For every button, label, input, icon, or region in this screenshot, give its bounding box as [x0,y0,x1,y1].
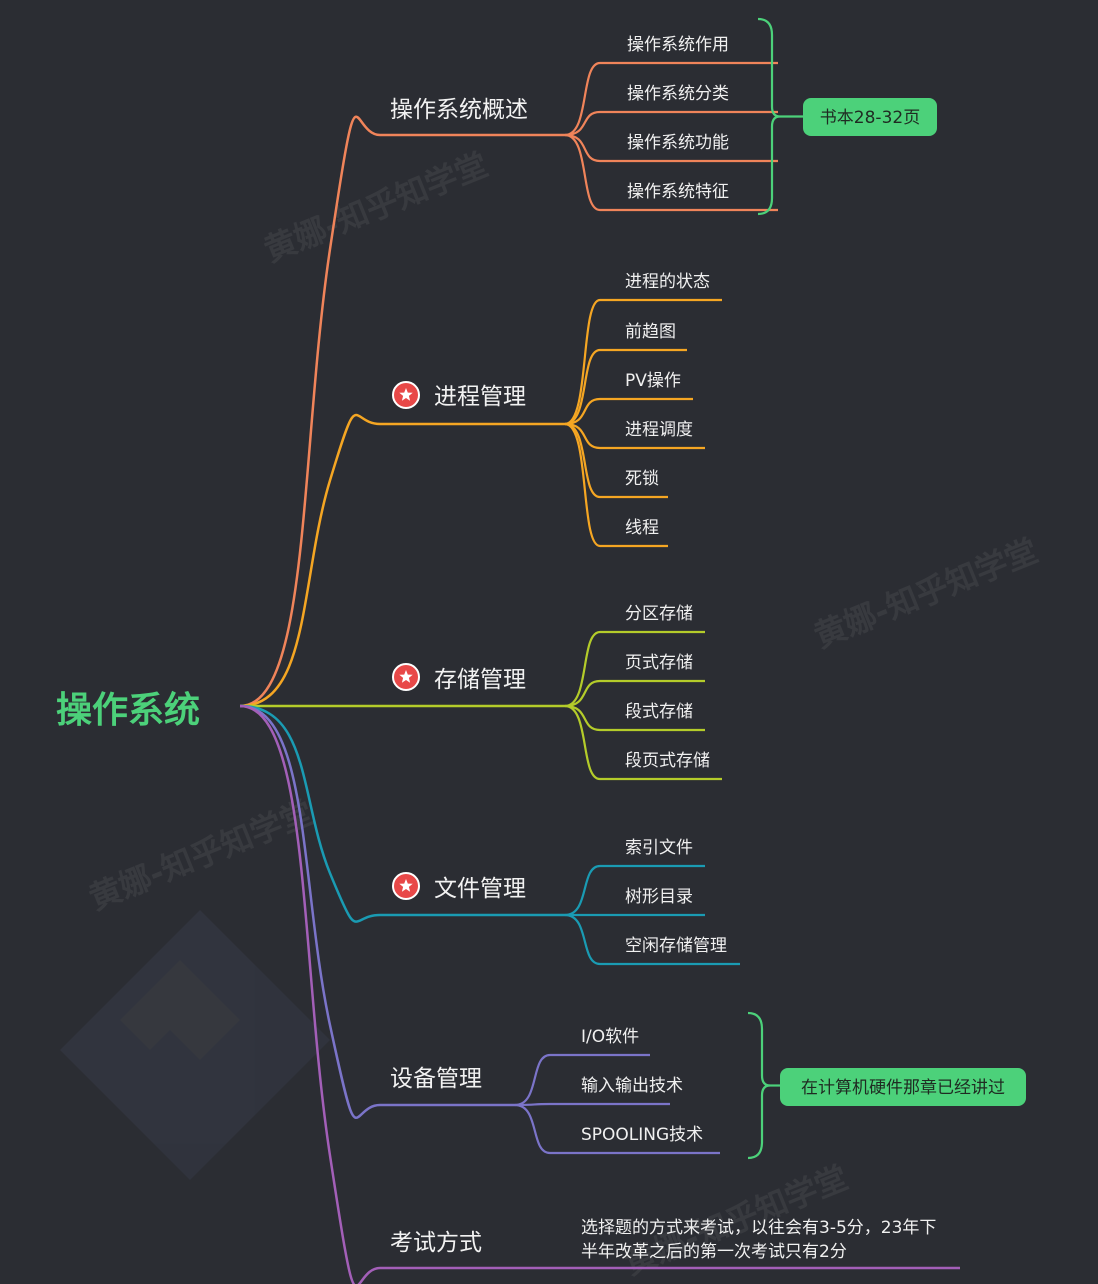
branch-connector [239,413,565,708]
leaf-connector [564,913,740,966]
leaf-connector [564,679,705,708]
leaf-topic[interactable]: 操作系统作用 [627,35,729,55]
leaf-connector [564,298,722,426]
leaf-topic[interactable]: 进程调度 [625,420,693,440]
summary-bracket [747,1011,771,1160]
connector-layer [239,17,960,1284]
watermark-text: 黄娜-知乎知学堂 [259,145,493,269]
leaf-connector [564,704,705,732]
branch-topic[interactable]: 文件管理 [434,876,526,902]
leaf-connector [564,704,722,781]
exam-note-text: 半年改革之后的第一次考试只有2分 [581,1242,847,1262]
watermark-text: 黄娜-知乎知学堂 [809,531,1043,655]
leaf-topic[interactable]: PV操作 [625,371,681,391]
exam-note-text: 选择题的方式来考试，以往会有3-5分，23年下 [581,1218,936,1238]
leaf-connector [564,422,705,450]
leaf-connector [564,133,778,212]
leaf-connector [564,630,705,708]
branch-connector [239,704,960,1284]
leaf-topic[interactable]: 死锁 [625,469,659,489]
leaf-connector [564,110,778,137]
leaf-connector [564,61,778,137]
branch-topic[interactable]: 进程管理 [434,384,526,410]
leaf-topic[interactable]: 操作系统特征 [627,182,729,202]
leaf-topic[interactable]: 页式存储 [625,653,693,673]
star-badge-icon [392,381,420,409]
leaf-topic[interactable]: 索引文件 [625,838,693,858]
leaf-topic[interactable]: 输入输出技术 [581,1076,683,1096]
branch-topic[interactable]: 操作系统概述 [390,97,528,123]
summary-note-box[interactable] [780,1068,1026,1106]
leaf-topic[interactable]: 段页式存储 [625,751,710,771]
summary-note-text: 在计算机硬件那章已经讲过 [801,1078,1005,1098]
star-badge-icon [392,663,420,691]
leaf-connector [564,397,693,426]
branch-connector [239,704,515,1119]
leaf-connector [514,1103,720,1155]
summary-note-text: 书本28-32页 [820,108,920,128]
branch-topic[interactable]: 存储管理 [434,667,526,693]
watermark-text: 黄娜-知乎知学堂 [84,793,318,917]
leaf-topic[interactable]: 分区存储 [625,604,693,624]
leaf-topic[interactable]: 段式存储 [625,702,693,722]
leaf-topic[interactable]: 进程的状态 [625,272,710,292]
branch-connector [239,115,565,708]
leaf-topic[interactable]: SPOOLING技术 [581,1125,703,1145]
leaf-topic[interactable]: 空闲存储管理 [625,936,727,956]
branch-topic[interactable]: 设备管理 [390,1066,482,1092]
leaf-topic[interactable]: 线程 [625,518,659,538]
summary-bracket [757,17,781,216]
leaf-topic[interactable]: 树形目录 [625,887,693,907]
leaf-connector [564,348,687,426]
leaf-connector [514,1053,650,1107]
branch-connector [239,704,565,923]
leaf-topic[interactable]: 前趋图 [625,322,676,342]
leaf-connector [564,133,778,163]
root-topic[interactable]: 操作系统 [56,690,200,731]
watermark-logo-icon [60,910,330,1180]
leaf-connector [514,1102,670,1107]
leaf-topic[interactable]: 操作系统功能 [627,133,729,153]
star-badge-icon [392,872,420,900]
leaf-connector [564,864,705,917]
branch-topic[interactable]: 考试方式 [390,1230,482,1256]
leaf-topic[interactable]: I/O软件 [581,1027,639,1047]
summary-note-box[interactable] [803,98,937,136]
leaf-connector [564,422,668,548]
leaf-topic[interactable]: 操作系统分类 [627,84,729,104]
